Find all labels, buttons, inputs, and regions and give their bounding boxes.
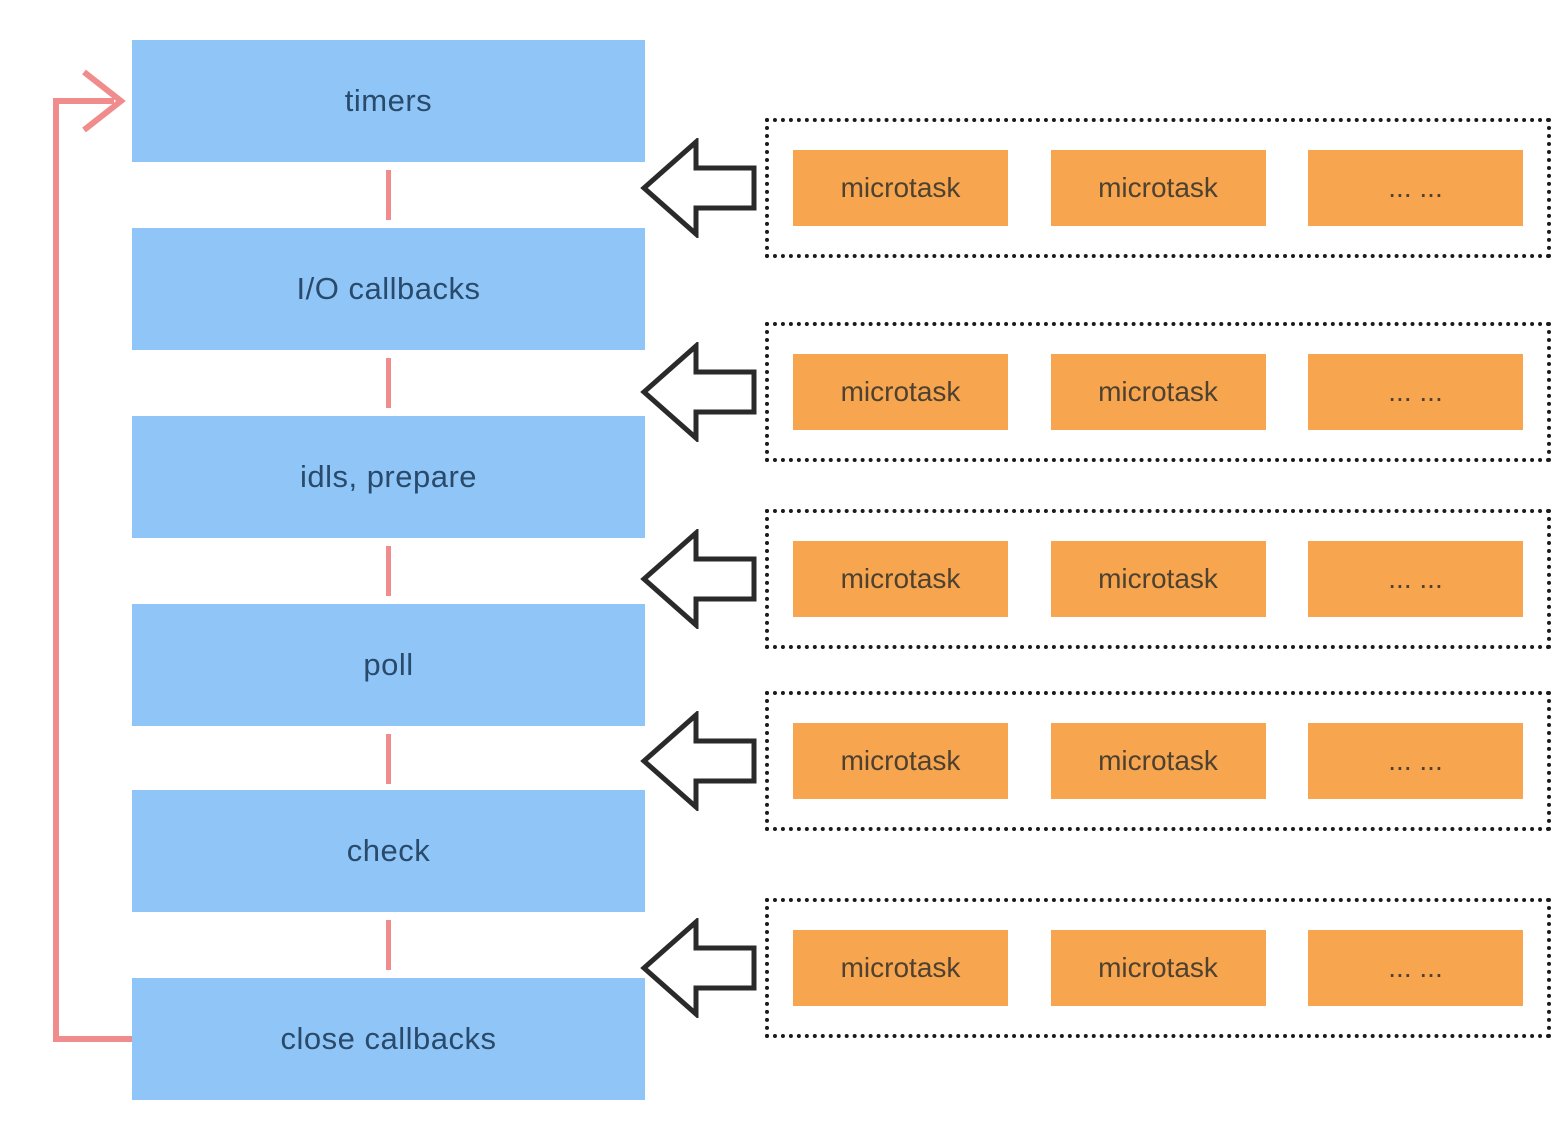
left-block-arrow-icon xyxy=(640,918,757,1018)
microtask-label: microtask xyxy=(840,745,961,776)
phase-label: poll xyxy=(363,647,414,682)
microtask-label: microtask xyxy=(840,952,961,983)
microtask-box: microtask xyxy=(1050,354,1266,430)
microtask-box: microtask xyxy=(793,354,1008,430)
left-block-arrow-icon xyxy=(640,711,757,811)
microtask-box: ... ... xyxy=(1308,930,1523,1006)
microtask-label: microtask xyxy=(840,172,961,203)
left-block-arrow-icon xyxy=(640,529,757,629)
phase-connector xyxy=(386,358,391,408)
phase-connector xyxy=(386,170,391,220)
phase-label: timers xyxy=(344,83,433,118)
microtask-box: ... ... xyxy=(1308,723,1523,799)
phase-label: check xyxy=(346,833,431,868)
phase-label: idls, prepare xyxy=(299,459,478,494)
microtask-box: microtask xyxy=(793,150,1008,226)
microtask-label: ... ... xyxy=(1388,376,1443,407)
microtask-box: microtask xyxy=(1050,541,1266,617)
phase-label: I/O callbacks xyxy=(296,271,481,306)
microtask-label: microtask xyxy=(1098,952,1218,983)
phase-connector xyxy=(386,546,391,596)
microtask-label: microtask xyxy=(840,376,961,407)
microtask-box: ... ... xyxy=(1308,354,1523,430)
microtask-label: microtask xyxy=(1098,745,1218,776)
left-block-arrow-icon xyxy=(640,138,757,238)
phase-connector xyxy=(386,920,391,970)
microtask-box: microtask xyxy=(1050,150,1266,226)
phase-label: close callbacks xyxy=(280,1021,497,1056)
microtask-label: ... ... xyxy=(1388,563,1443,594)
phase-box-idls-prepare: idls, prepare xyxy=(132,416,645,538)
microtask-box: ... ... xyxy=(1308,150,1523,226)
phase-box-io-callbacks: I/O callbacks xyxy=(132,228,645,350)
phase-box-check: check xyxy=(132,790,645,912)
phase-box-close-callbacks: close callbacks xyxy=(132,978,645,1100)
microtask-label: ... ... xyxy=(1388,172,1443,203)
microtask-label: microtask xyxy=(1098,376,1218,407)
microtask-label: microtask xyxy=(1098,563,1218,594)
microtask-box: microtask xyxy=(1050,930,1266,1006)
phase-box-timers: timers xyxy=(132,40,645,162)
phase-connector xyxy=(386,734,391,784)
microtask-box: microtask xyxy=(793,723,1008,799)
microtask-label: ... ... xyxy=(1388,745,1443,776)
microtask-box: ... ... xyxy=(1308,541,1523,617)
microtask-label: microtask xyxy=(840,563,961,594)
microtask-group: microtask microtask ... ... xyxy=(765,322,1551,462)
phase-box-poll: poll xyxy=(132,604,645,726)
microtask-group: microtask microtask ... ... xyxy=(765,509,1551,649)
microtask-box: microtask xyxy=(793,930,1008,1006)
microtask-group: microtask microtask ... ... xyxy=(765,691,1551,831)
microtask-label: microtask xyxy=(1098,172,1218,203)
left-block-arrow-icon xyxy=(640,342,757,442)
microtask-box: microtask xyxy=(1050,723,1266,799)
microtask-box: microtask xyxy=(793,541,1008,617)
microtask-group: microtask microtask ... ... xyxy=(765,118,1551,258)
microtask-group: microtask microtask ... ... xyxy=(765,898,1551,1038)
microtask-label: ... ... xyxy=(1388,952,1443,983)
